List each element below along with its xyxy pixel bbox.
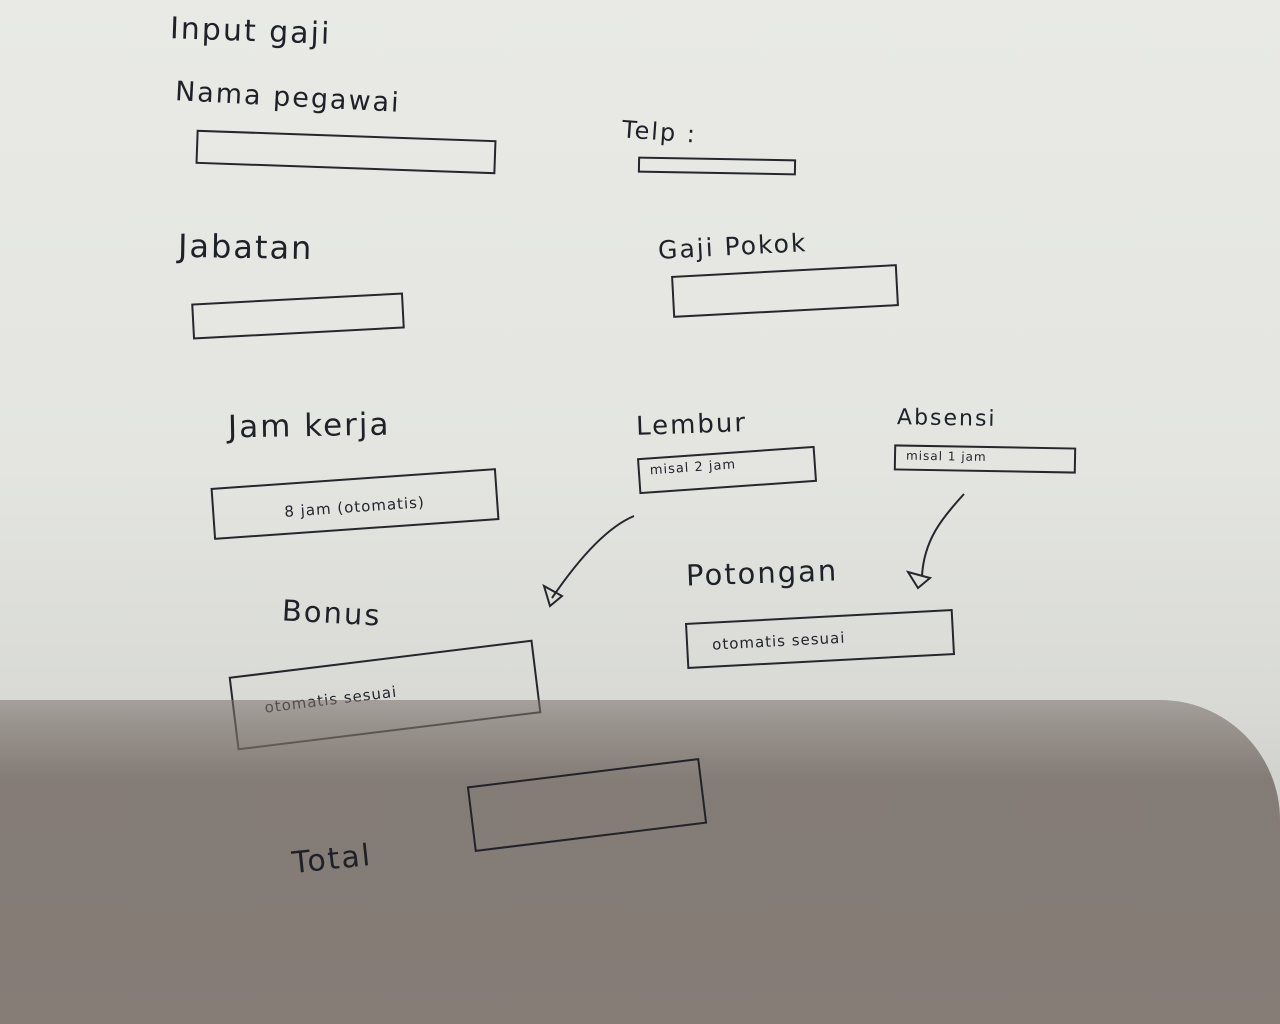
lembur-input[interactable]: misal 2 jam <box>636 445 818 495</box>
potongan-input[interactable]: otomatis sesuai <box>684 609 956 669</box>
telp-label: Telp : <box>621 115 698 149</box>
hand-shadow <box>0 700 1280 1024</box>
sheet-title: Input gaji <box>169 11 332 52</box>
arrow-lembur-to-bonus-icon <box>542 515 635 608</box>
jam-kerja-label: Jam kerja <box>227 406 391 446</box>
gaji-pokok-input[interactable] <box>671 264 899 318</box>
absensi-input[interactable]: misal 1 jam <box>893 444 1077 474</box>
lembur-label: Lembur <box>635 408 748 442</box>
nama-label: Nama pegawai <box>174 76 402 119</box>
arrow-absensi-to-potongan-icon <box>905 493 965 590</box>
potongan-label: Potongan <box>685 553 839 593</box>
telp-input[interactable] <box>637 156 797 176</box>
jam-kerja-input[interactable]: 8 jam (otomatis) <box>210 468 500 540</box>
absensi-label: Absensi <box>896 405 997 432</box>
bonus-label: Bonus <box>281 593 383 633</box>
nama-input[interactable] <box>195 129 497 175</box>
jabatan-label: Jabatan <box>177 226 314 268</box>
jabatan-input[interactable] <box>191 292 405 340</box>
gaji-pokok-label: Gaji Pokok <box>657 228 809 265</box>
